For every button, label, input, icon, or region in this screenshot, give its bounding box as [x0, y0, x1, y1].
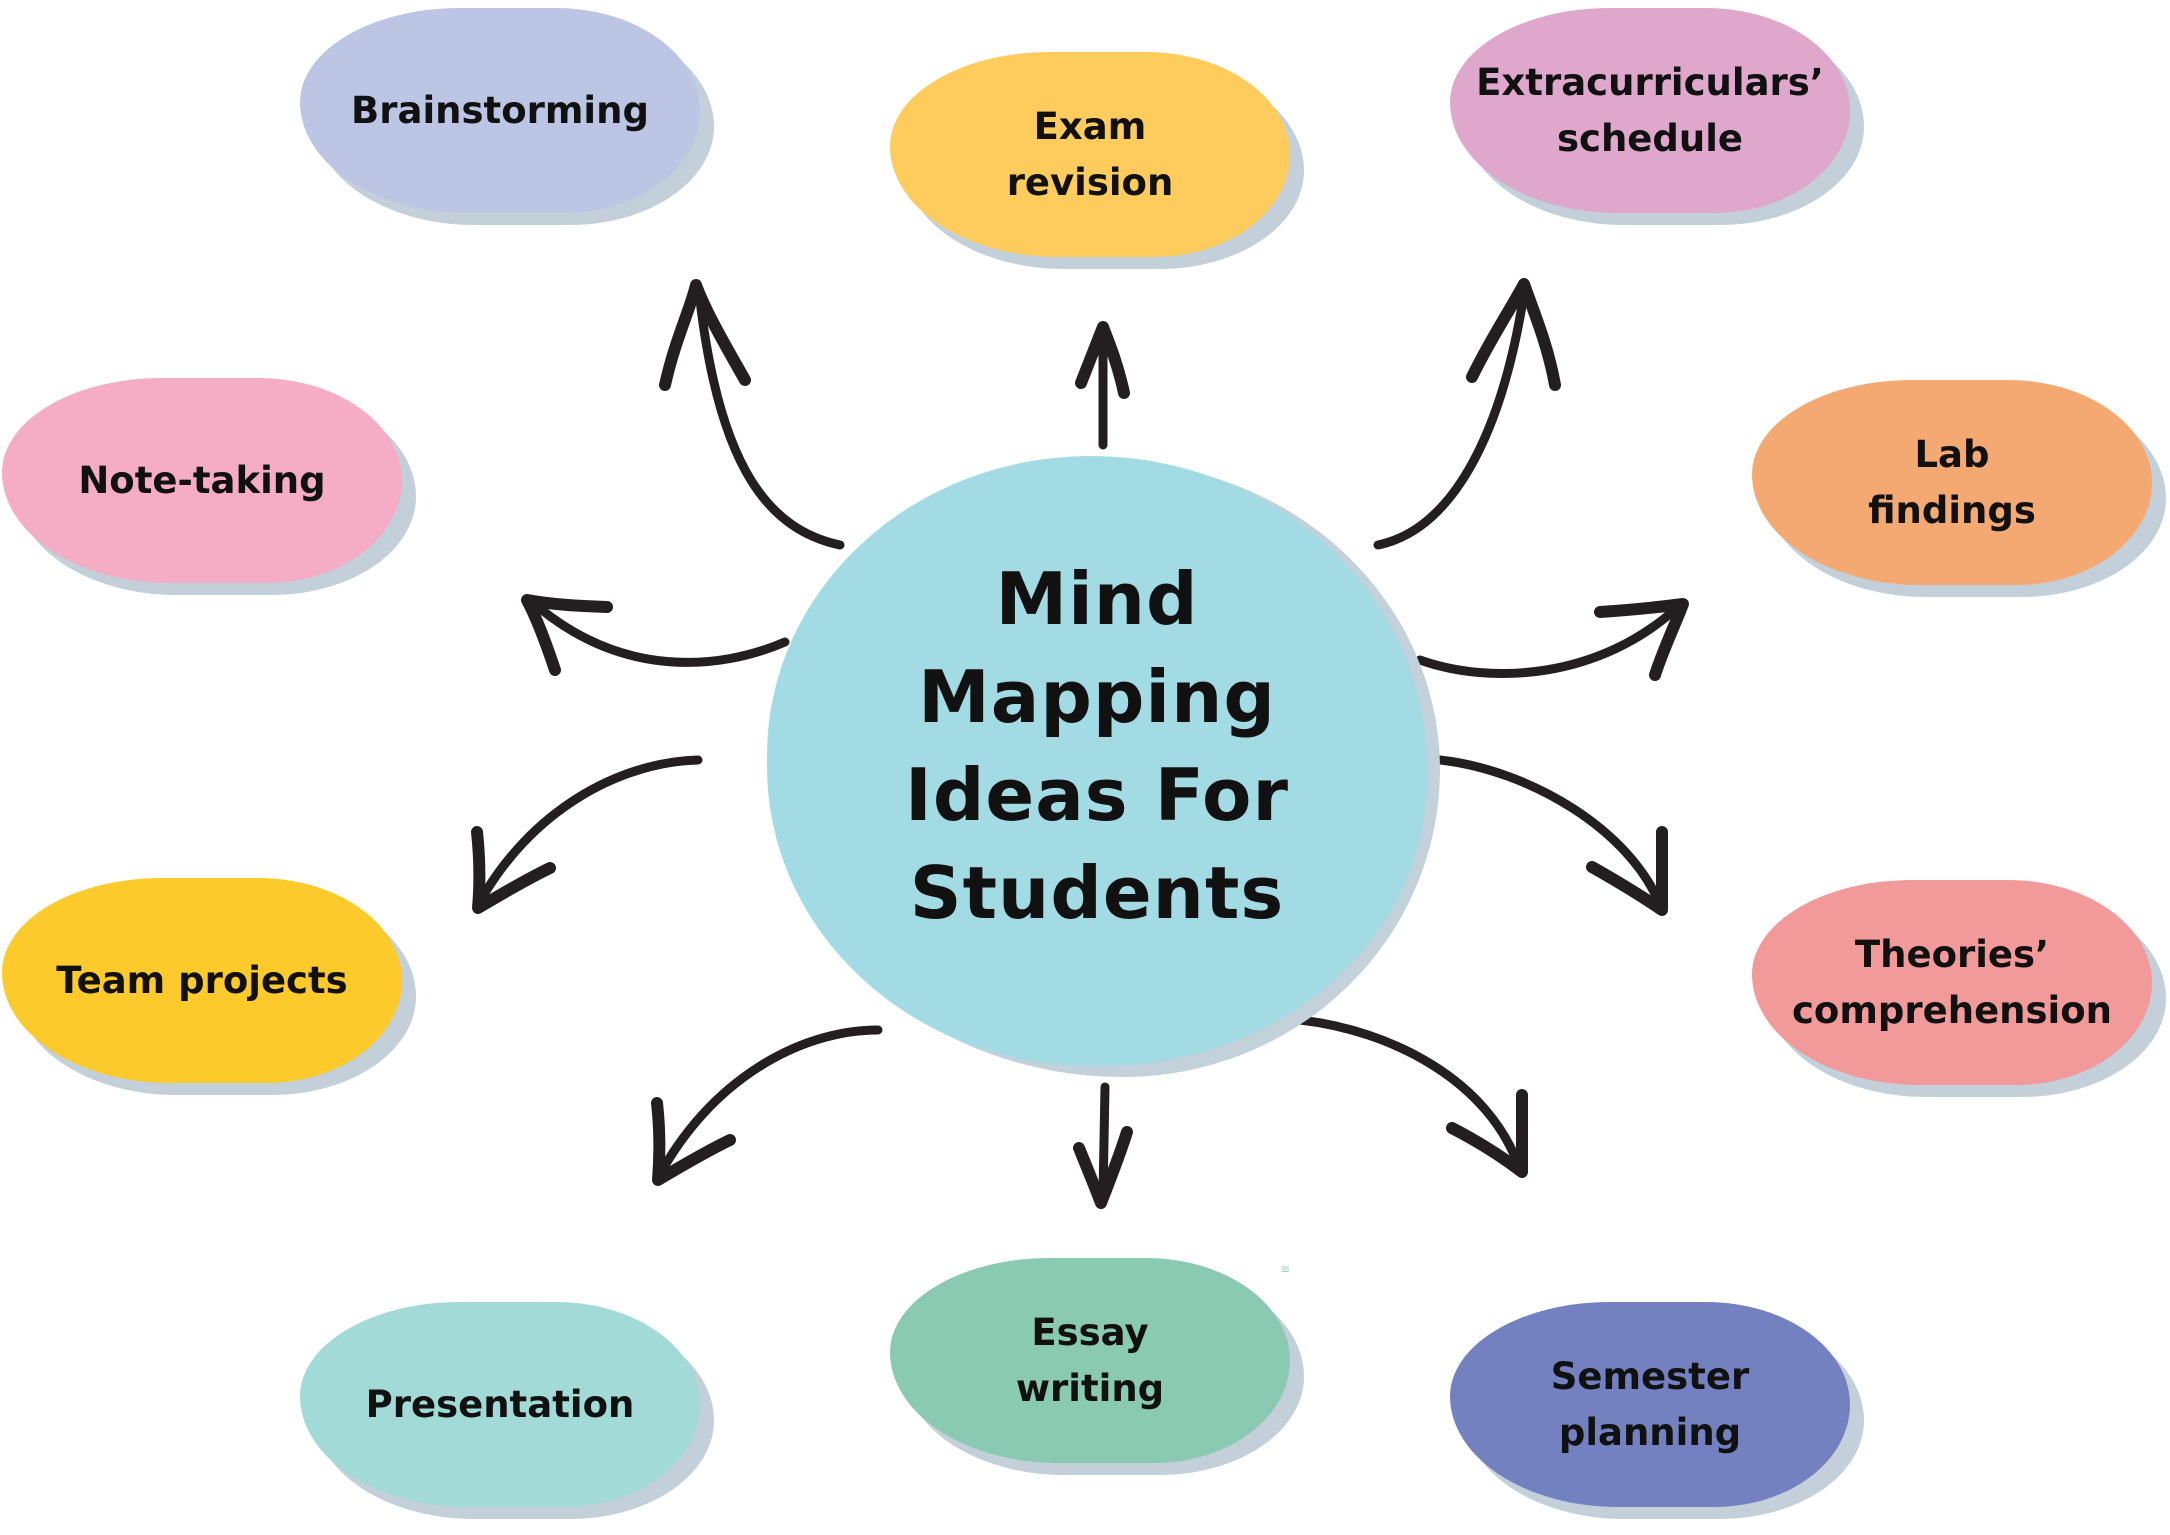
node-presentation: Presentation: [300, 1302, 714, 1519]
node-theories-comprehension: Theories’ comprehension: [1752, 880, 2166, 1097]
node-note-taking: Note-taking: [2, 378, 416, 595]
arrow-to-presentation-icon: [651, 1025, 883, 1186]
node-bubble: Theories’ comprehension: [1752, 880, 2152, 1085]
node-label: Exam revision: [1006, 104, 1174, 204]
node-label: Extracurriculars’ schedule: [1476, 60, 1824, 160]
node-bubble: Note-taking: [2, 378, 402, 583]
node-exam-revision: Exam revision: [890, 52, 1304, 269]
arrow-to-extracurriculars-icon: [1373, 278, 1561, 550]
central-topic: Mind Mapping Ideas For Students: [767, 456, 1427, 1066]
arrow-to-semester-planning-icon: [1295, 1015, 1529, 1178]
node-label: Note-taking: [78, 458, 326, 502]
node-extracurriculars-schedule: Extracurriculars’ schedule: [1450, 8, 1864, 225]
node-label: Team projects: [56, 958, 348, 1002]
node-lab-findings: Lab findings: [1752, 380, 2166, 597]
arrow-to-essay-writing-icon: [1073, 1082, 1133, 1209]
node-bubble: Essay writing: [890, 1258, 1290, 1463]
node-bubble: Exam revision: [890, 52, 1290, 257]
node-label: Lab findings: [1868, 432, 2036, 532]
node-bubble: Presentation: [300, 1302, 700, 1507]
node-bubble: Brainstorming: [300, 8, 700, 213]
node-brainstorming: Brainstorming: [300, 8, 714, 225]
central-topic-title: Mind Mapping Ideas For Students: [905, 557, 1289, 935]
node-bubble: Extracurriculars’ schedule: [1450, 8, 1850, 213]
arrow-to-team-projects-icon: [471, 755, 703, 914]
arrow-to-exam-revision-icon: [1075, 321, 1130, 450]
arrow-to-lab-findings-icon: [1415, 598, 1689, 681]
node-essay-writing: Essay writing: [890, 1258, 1304, 1475]
node-semester-planning: Semester planning: [1450, 1302, 1864, 1519]
node-label: Theories’ comprehension: [1792, 932, 2112, 1032]
node-bubble: Lab findings: [1752, 380, 2152, 585]
node-label: Presentation: [365, 1382, 635, 1426]
arrow-to-note-taking-icon: [521, 594, 790, 676]
node-label: Brainstorming: [351, 88, 649, 132]
arrow-to-theories-icon: [1435, 755, 1669, 916]
node-label: Essay writing: [1015, 1310, 1165, 1410]
node-bubble: Team projects: [2, 878, 402, 1083]
node-team-projects: Team projects: [2, 878, 416, 1095]
watermark-glyph-icon: ≡: [1280, 1262, 1291, 1276]
node-bubble: Semester planning: [1450, 1302, 1850, 1507]
node-label: Semester planning: [1550, 1354, 1750, 1454]
arrow-to-brainstorming-icon: [659, 279, 845, 550]
